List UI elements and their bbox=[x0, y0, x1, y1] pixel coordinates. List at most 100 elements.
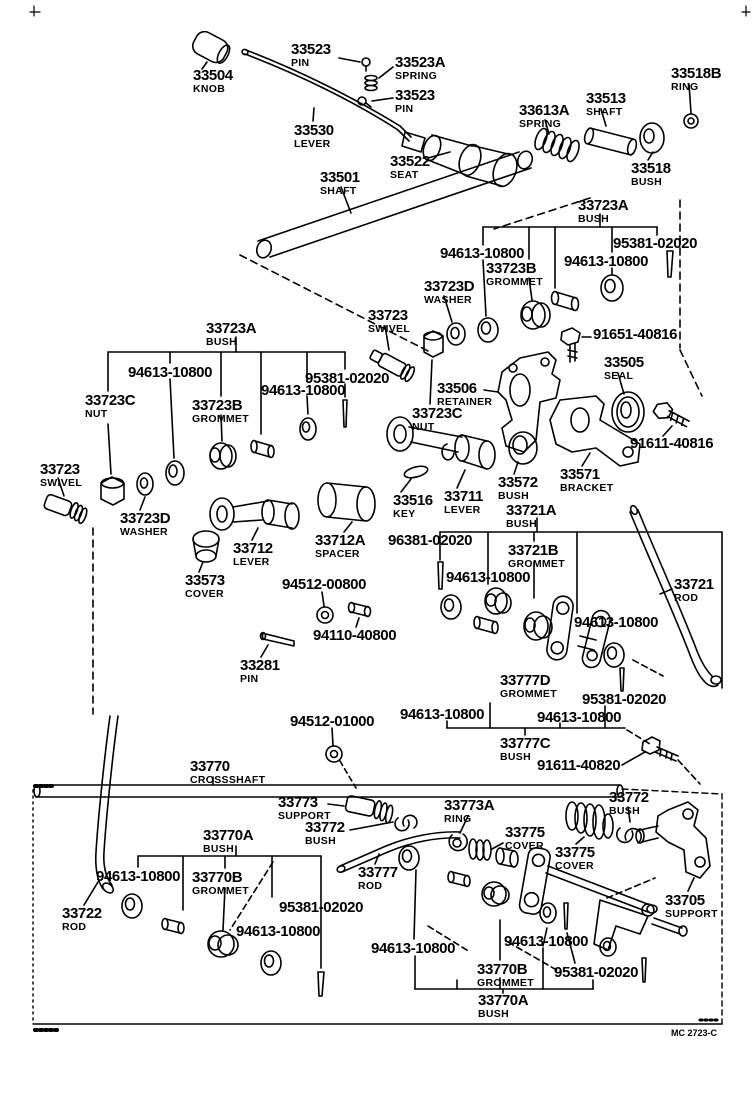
part-number: 94613-10800 bbox=[504, 933, 589, 950]
spring-art bbox=[534, 127, 580, 163]
part-number: 33506 bbox=[437, 380, 477, 397]
part-name: LEVER bbox=[233, 556, 270, 568]
support-art bbox=[655, 801, 711, 879]
part-number: 33770B bbox=[192, 869, 243, 886]
part-name: BUSH bbox=[206, 336, 237, 348]
part-name: LEVER bbox=[444, 504, 481, 516]
part-number: 33772 bbox=[609, 789, 649, 806]
part-number: 33723A bbox=[578, 197, 629, 214]
part-name: BUSH bbox=[203, 843, 234, 855]
part-number: 33775 bbox=[505, 824, 545, 841]
part-number: 94613-10800 bbox=[446, 569, 531, 586]
part-label-95381-02020-27: 95381-02020 bbox=[305, 371, 389, 386]
part-number: 94613-10800 bbox=[537, 709, 622, 726]
part-number: 91611-40816 bbox=[630, 435, 714, 452]
part-number: 33723D bbox=[120, 510, 171, 527]
part-number: 33613A bbox=[519, 102, 570, 119]
bracket-art bbox=[549, 395, 641, 467]
part-name: BUSH bbox=[478, 1008, 509, 1020]
part-number: 95381-02020 bbox=[582, 691, 667, 708]
part-label-95381-02020-47: 95381-02020 bbox=[582, 692, 666, 707]
bracket-lines bbox=[446, 702, 626, 736]
swivel-art bbox=[369, 349, 416, 383]
part-number: 33773 bbox=[278, 794, 318, 811]
part-number: 33723 bbox=[368, 307, 408, 324]
part-number: 33573 bbox=[185, 572, 225, 589]
part-label-95381-02020-65: 95381-02020 bbox=[279, 900, 363, 915]
support-art bbox=[344, 795, 394, 824]
part-number: 33513 bbox=[586, 90, 626, 107]
part-number: 96381-02020 bbox=[388, 532, 473, 549]
part-label-94613-10800-12: 94613-10800 bbox=[440, 246, 524, 261]
part-number: 33770A bbox=[478, 992, 529, 1009]
part-name: PIN bbox=[240, 673, 259, 685]
part-number: 95381-02020 bbox=[305, 370, 390, 387]
part-label-96381-02020-37: 96381-02020 bbox=[388, 533, 472, 548]
part-label-94613-10800-49: 94613-10800 bbox=[537, 710, 621, 725]
part-number: 91651-40816 bbox=[593, 326, 678, 343]
part-number: 33721B bbox=[508, 542, 559, 559]
part-name: NUT bbox=[85, 408, 108, 420]
part-name: KEY bbox=[393, 508, 416, 520]
part-number: 94613-10800 bbox=[96, 868, 181, 885]
bracket-lines bbox=[439, 517, 723, 689]
part-number: 33530 bbox=[294, 122, 334, 139]
part-number: 33712 bbox=[233, 540, 273, 557]
part-name: KNOB bbox=[193, 83, 226, 95]
part-name: GROMMET bbox=[192, 885, 249, 897]
part-number: 33723D bbox=[424, 278, 475, 295]
part-number: 94613-10800 bbox=[261, 382, 346, 399]
part-name: SPRING bbox=[395, 70, 438, 82]
bracket-lines bbox=[413, 869, 594, 994]
part-label-94613-10800-68: 94613-10800 bbox=[236, 924, 320, 939]
part-name: COVER bbox=[555, 860, 594, 872]
figure-code: MC 2723-C bbox=[671, 1028, 718, 1038]
part-number: 94512-00800 bbox=[282, 576, 367, 593]
part-label-91611-40816-52: 91611-40816 bbox=[630, 435, 714, 452]
part-number: 33775 bbox=[555, 844, 595, 861]
part-name: RING bbox=[671, 81, 699, 93]
part-name: COVER bbox=[185, 588, 224, 600]
part-number: 94613-10800 bbox=[564, 253, 649, 270]
part-label-94512-01000-50: 94512-01000 bbox=[290, 714, 374, 729]
part-label-91651-40816-17: 91651-40816 bbox=[593, 327, 677, 342]
part-label-95381-02020-15: 95381-02020 bbox=[613, 236, 697, 251]
part-label-94613-10800-43: 94613-10800 bbox=[574, 615, 658, 630]
rod-art bbox=[629, 511, 705, 682]
part-name: ROD bbox=[358, 880, 383, 892]
corner-tick bbox=[29, 5, 41, 17]
part-name: GROMMET bbox=[508, 558, 565, 570]
corner-tick bbox=[741, 5, 751, 17]
part-number: 33723A bbox=[206, 320, 257, 337]
part-number: 33721 bbox=[674, 576, 714, 593]
part-number: 94613-10800 bbox=[236, 923, 321, 940]
part-label-94613-10800-41: 94613-10800 bbox=[446, 570, 530, 585]
part-number: 33722 bbox=[62, 905, 102, 922]
rod-art bbox=[94, 715, 111, 890]
part-number: 33723C bbox=[412, 405, 463, 422]
part-name: WASHER bbox=[120, 526, 168, 538]
part-number: 33504 bbox=[193, 67, 233, 84]
part-name: PIN bbox=[291, 57, 310, 69]
part-number: 33723B bbox=[192, 397, 243, 414]
part-name: BUSH bbox=[305, 835, 336, 847]
part-name: BUSH bbox=[500, 751, 531, 763]
part-label-94613-10800-23: 94613-10800 bbox=[128, 365, 212, 380]
